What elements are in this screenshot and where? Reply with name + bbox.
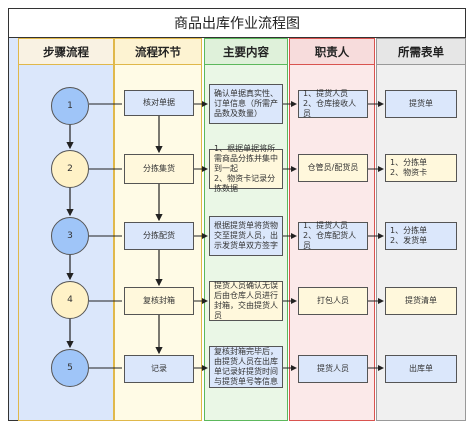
lane-header-owner: 职责人 — [290, 39, 374, 65]
node-sort-collect: 分拣集货 — [124, 154, 194, 184]
owner-box-3: 1、提货人员 2、仓库配货人员 — [298, 221, 368, 250]
lane-header-nodes: 流程环节 — [115, 39, 201, 65]
form-box-1: 提货单 — [385, 90, 457, 118]
owner-box-4: 打包人员 — [298, 287, 368, 315]
owner-box-5: 提货人员 — [298, 355, 368, 383]
node-sort-distribute: 分拣配货 — [124, 222, 194, 250]
content-box-2: 1、根据单据将所需商品分拣并集中到一起 2、物资卡记录分拣数据 — [209, 144, 283, 193]
lane-header-content: 主要内容 — [205, 39, 287, 65]
form-box-4: 提货清单 — [385, 287, 457, 315]
owner-box-1: 1、提货人员 2、仓库接收人员 — [298, 89, 368, 118]
node-check-docs: 核对单据 — [124, 90, 194, 116]
step-circle-3: 3 — [51, 217, 89, 255]
left-margin-strip — [8, 38, 18, 421]
content-box-1: 确认单据真实性、订单信息（所需产品数及数量） — [209, 84, 283, 124]
step-circle-1: 1 — [51, 87, 89, 125]
step-circle-4: 4 — [51, 281, 89, 319]
form-box-2: 1、分拣单 2、物资卡 — [385, 154, 457, 182]
content-box-3: 根据提货单将货物交至提货人员，出示发货单双方签字 — [209, 216, 283, 256]
content-box-4: 提货人员确认无误后由仓库人员进行封箱，交由提货人员 — [209, 281, 283, 321]
owner-box-2: 仓管员/配货员 — [298, 154, 368, 182]
diagram-title: 商品出库作业流程图 — [8, 8, 466, 38]
node-recheck-seal: 复核封箱 — [124, 287, 194, 315]
step-circle-2: 2 — [51, 150, 89, 188]
node-record: 记录 — [124, 355, 194, 383]
form-box-5: 出库单 — [385, 355, 457, 383]
step-circle-5: 5 — [51, 349, 89, 387]
lane-header-forms: 所需表单 — [377, 39, 465, 65]
form-box-3: 1、分拣单 2、发货单 — [385, 222, 457, 250]
lane-header-steps: 步骤流程 — [19, 39, 113, 65]
content-box-5: 复核封箱完毕后，由提货人员在出库单记录好提货时间与提货单号等信息 — [209, 346, 283, 388]
